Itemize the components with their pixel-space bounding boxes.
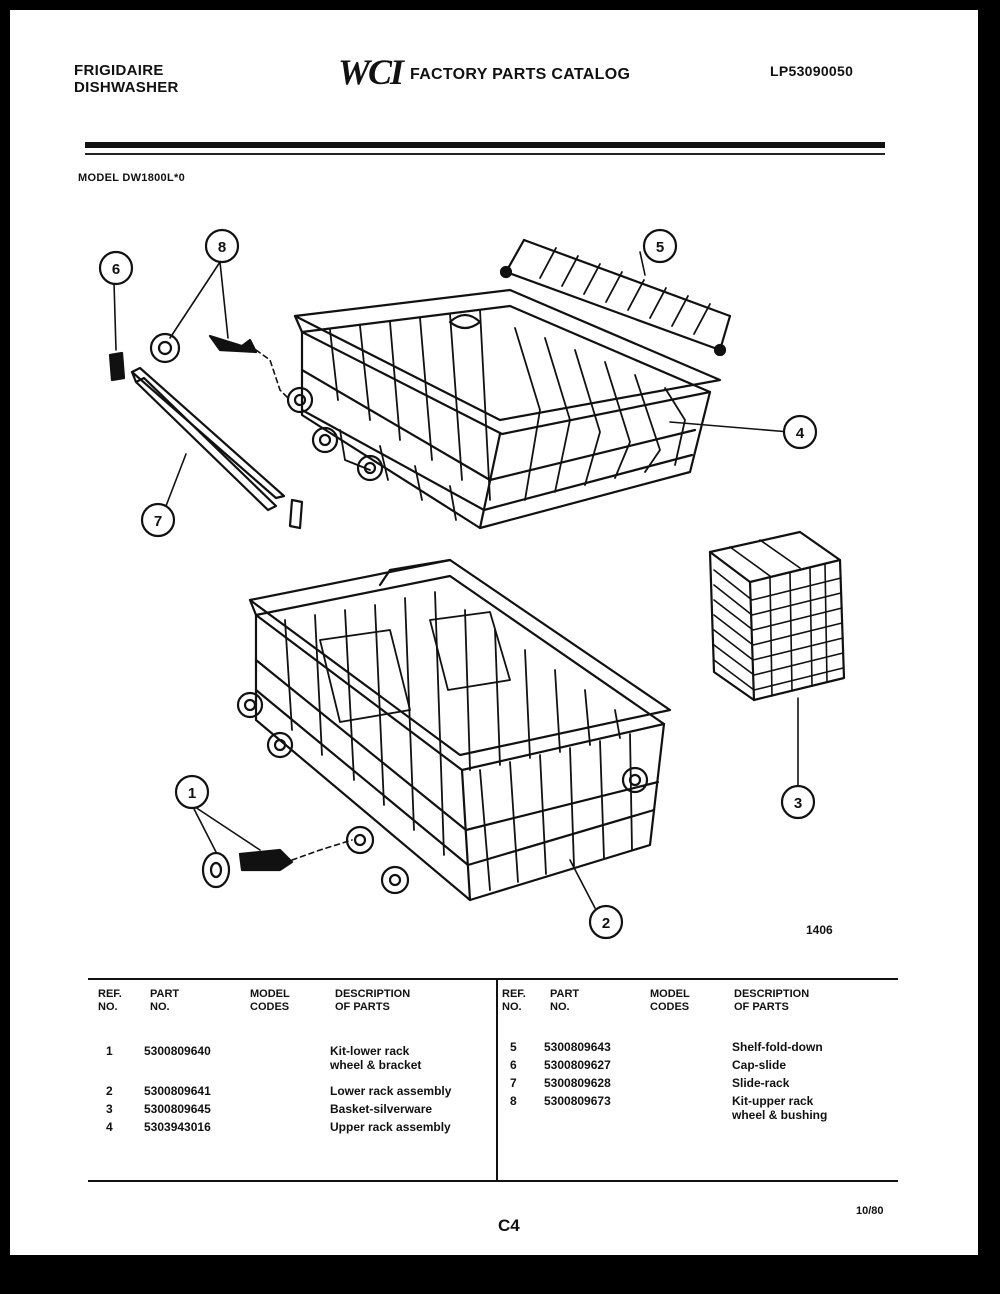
product-name: DISHWASHER — [74, 79, 179, 96]
callout-4-label: 4 — [796, 425, 805, 442]
callout-4: 4 — [782, 414, 818, 450]
upper-rack-wheel-kit-drawing — [149, 261, 289, 399]
row-1-ref: 1 — [106, 1044, 113, 1058]
header-description: DESCRIPTION OF PARTS — [335, 988, 411, 1013]
callout-2: 2 — [588, 904, 624, 940]
row-2-desc: Lower rack assembly — [330, 1084, 452, 1098]
row-5-desc: Shelf-fold-down — [732, 1040, 823, 1054]
header-part-no: PART NO. — [150, 988, 180, 1013]
callout-2-label: 2 — [602, 915, 610, 932]
header-description-right: DESCRIPTION OF PARTS — [734, 988, 810, 1013]
callout-6-label: 6 — [112, 261, 120, 278]
slide-rack-drawing — [130, 366, 286, 512]
callout-3: 3 — [780, 784, 816, 820]
header-part-no-right: PART NO. — [550, 988, 580, 1013]
row-8-part: 5300809673 — [544, 1094, 611, 1108]
callout-6: 6 — [98, 250, 134, 286]
fold-down-shelf-drawing — [499, 238, 732, 357]
table-divider — [496, 978, 498, 1182]
page-date: 10/80 — [856, 1205, 884, 1217]
callout-5: 5 — [642, 228, 678, 264]
header-ref-no-right: REF. NO. — [502, 988, 526, 1013]
row-7-desc: Slide-rack — [732, 1076, 790, 1090]
callout-3-label: 3 — [794, 795, 802, 812]
page-code: C4 — [498, 1216, 520, 1235]
wci-logo: WCI — [338, 52, 404, 92]
row-1-part: 5300809640 — [144, 1044, 211, 1058]
silverware-basket-drawing — [708, 530, 846, 786]
lower-rack-wheel-kit-drawing — [191, 804, 353, 889]
header-model-codes-right: MODEL CODES — [650, 988, 690, 1013]
row-7-ref: 7 — [510, 1076, 517, 1090]
row-6-ref: 6 — [510, 1058, 517, 1072]
row-4-ref: 4 — [106, 1120, 113, 1134]
row-6-desc: Cap-slide — [732, 1058, 787, 1072]
catalog-title: FACTORY PARTS CATALOG — [410, 66, 631, 83]
callout-7-label: 7 — [154, 513, 162, 530]
row-3-desc: Basket-silverware — [330, 1102, 433, 1116]
catalog-number: LP53090050 — [770, 63, 854, 79]
catalog-page: FRIGIDAIRE DISHWASHER WCI FACTORY PARTS … — [10, 10, 978, 1255]
brand-name: FRIGIDAIRE — [74, 62, 164, 79]
table-bottom-rule — [88, 1180, 898, 1182]
header-rule — [85, 142, 885, 148]
row-4-part: 5303943016 — [144, 1120, 211, 1134]
upper-rack-drawing — [286, 288, 791, 530]
callout-8-label: 8 — [218, 239, 226, 256]
callout-8: 8 — [204, 228, 240, 264]
row-6-part: 5300809627 — [544, 1058, 611, 1072]
row-4-desc: Upper rack assembly — [330, 1120, 451, 1134]
row-1-desc: Kit-lower rack wheel & bracket — [330, 1044, 422, 1072]
row-7-part: 5300809628 — [544, 1076, 611, 1090]
brand-block: FRIGIDAIRE DISHWASHER — [74, 62, 179, 96]
row-8-desc: Kit-upper rack wheel & bushing — [732, 1094, 828, 1122]
cap-slide-drawing — [108, 281, 304, 530]
diagram-number: 1406 — [806, 923, 833, 937]
exploded-parts-diagram: 1 2 3 4 5 6 7 8 — [98, 228, 846, 940]
row-5-part: 5300809643 — [544, 1040, 611, 1054]
lower-rack-drawing — [236, 558, 672, 909]
row-2-ref: 2 — [106, 1084, 113, 1098]
row-3-ref: 3 — [106, 1102, 113, 1116]
row-3-part: 5300809645 — [144, 1102, 211, 1116]
header-rule-thin — [85, 153, 885, 155]
header-ref-no: REF. NO. — [98, 988, 122, 1013]
row-2-part: 5300809641 — [144, 1084, 211, 1098]
row-5-ref: 5 — [510, 1040, 517, 1054]
header-model-codes: MODEL CODES — [250, 988, 290, 1013]
callout-5-label: 5 — [656, 239, 664, 256]
callout-7: 7 — [140, 502, 176, 538]
row-8-ref: 8 — [510, 1094, 517, 1108]
table-top-rule — [88, 978, 898, 980]
callout-1-label: 1 — [188, 785, 196, 802]
model-line: MODEL DW1800L*0 — [78, 172, 185, 184]
callout-1: 1 — [174, 774, 210, 810]
